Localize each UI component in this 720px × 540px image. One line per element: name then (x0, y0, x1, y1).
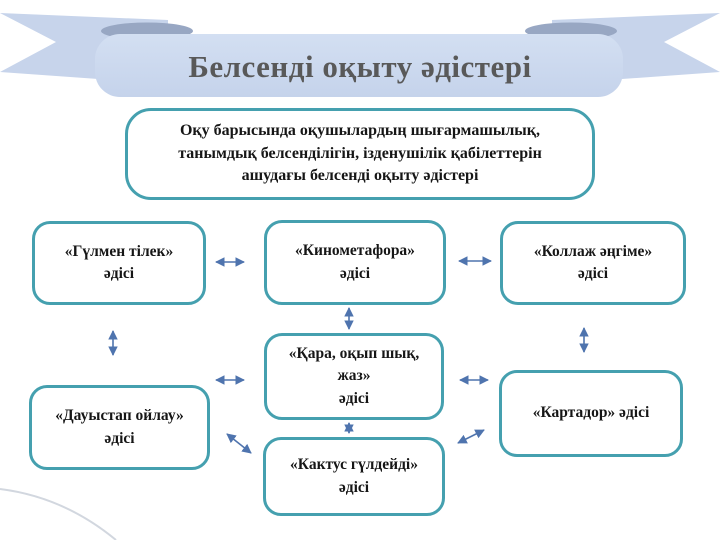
method-box-gulmen-tilek: «Гүлмен тілек» әдісі (32, 221, 206, 305)
method-box-qara-oqyp-shyq-zhaz: «Қара, оқып шық, жаз» әдісі (264, 333, 444, 420)
method-box-kaktus-guldeidi: «Кактус гүлдейді» әдісі (263, 437, 445, 516)
slide-title: Белсенді оқыту әдістері (188, 49, 532, 84)
method-box-dauystap-oilau: «Дауыстап ойлау» әдісі (29, 385, 210, 470)
decorative-corner-arc (0, 488, 117, 540)
description-box: Оқу барысында оқушылардың шығармашылық, … (125, 108, 595, 200)
method-box-kinometafora: «Кинометафора» әдісі (264, 220, 446, 305)
method-label: «Картадор» әдісі (532, 404, 650, 422)
method-label: «Қара, оқып шық, жаз» әдісі (288, 344, 420, 407)
description-text: Оқу барысында оқушылардың шығармашылық, … (178, 121, 542, 185)
ribbon-fold-left (101, 22, 193, 40)
method-label: «Коллаж әңгіме» әдісі (533, 242, 653, 282)
method-label: «Гүлмен тілек» әдісі (64, 242, 174, 282)
double-arrow-f-g-diagonal (457, 429, 485, 444)
method-box-kartador: «Картадор» әдісі (499, 370, 683, 457)
method-label: «Дауыстап ойлау» әдісі (55, 407, 184, 447)
method-label: «Кактус гүлдейді» әдісі (290, 456, 418, 496)
method-label: «Кинометафора» әдісі (295, 242, 415, 282)
ribbon-fold-right (525, 22, 617, 40)
method-box-kollazh-angime: «Коллаж әңгіме» әдісі (500, 221, 686, 305)
double-arrow-e-f-diagonal (226, 433, 252, 454)
